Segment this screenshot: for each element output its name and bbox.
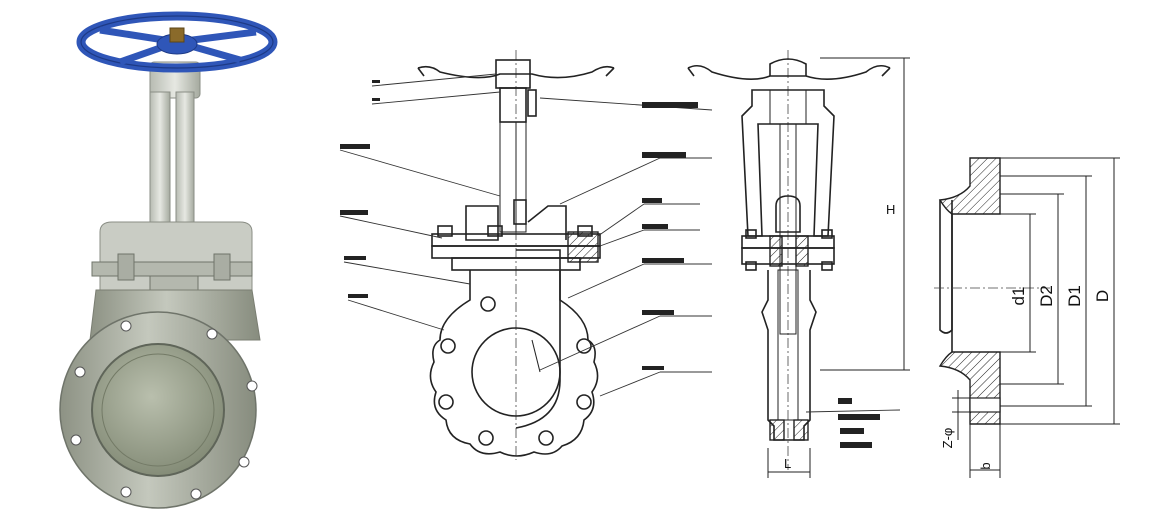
front-stem-coupling	[513, 199, 527, 225]
valve-bore	[91, 343, 225, 477]
handwheel	[76, 11, 278, 73]
side-nut-2	[821, 261, 833, 271]
side-gate-slot	[777, 269, 799, 421]
flange-bolt-holes	[70, 320, 258, 500]
side-stem	[779, 123, 797, 335]
side-seat-right	[793, 419, 809, 441]
flange-section-top	[938, 157, 1001, 215]
front-body-neck	[451, 257, 581, 271]
front-bracket-left	[465, 205, 499, 241]
dim-D1-label: D1	[1065, 285, 1084, 307]
dim-d1-label: d1	[1009, 287, 1028, 306]
front-left-leaders	[339, 73, 501, 331]
front-handwheel-tips	[417, 67, 615, 77]
dim-zphi-label: Z-φ	[940, 428, 955, 449]
front-pointer	[527, 89, 537, 117]
side-body-outline	[761, 270, 817, 441]
gland-bolt-right	[213, 253, 231, 281]
side-seat-left	[769, 419, 785, 441]
side-callout-marks	[838, 398, 880, 448]
side-leader	[805, 409, 901, 413]
front-callout-marks	[340, 80, 698, 370]
flange-pipe-stub	[939, 200, 953, 334]
front-packing-section	[567, 231, 599, 263]
dim-b-label: b	[978, 462, 993, 469]
side-handwheel-arm	[687, 64, 891, 80]
side-handwheel-tips	[687, 67, 891, 77]
side-packing-left	[769, 235, 783, 267]
flange-section-bottom	[938, 351, 1001, 425]
front-right-leaders	[539, 97, 713, 397]
side-section-drawing: L H	[687, 50, 910, 478]
flange-bolt-hole	[969, 397, 1001, 413]
side-bolt-head-1	[745, 229, 757, 239]
front-stem-collar	[499, 87, 527, 123]
valve-photo	[59, 11, 278, 509]
side-H-label: H	[886, 202, 895, 217]
front-stem-rod-right	[515, 121, 527, 233]
side-stem-nut	[769, 58, 807, 76]
side-packing-right	[795, 235, 809, 267]
front-bracket-right	[527, 205, 567, 240]
gland-bolt-left	[117, 253, 135, 281]
side-bolt-head-2	[821, 229, 833, 239]
front-bolt-head-1	[437, 225, 453, 237]
side-packing-plate	[741, 247, 835, 265]
dim-D2-label: D2	[1037, 285, 1056, 307]
front-section-drawing	[339, 50, 713, 460]
front-valve-body-outline	[429, 270, 599, 457]
front-gate-right-half	[515, 249, 561, 429]
dim-D-label: D	[1093, 290, 1112, 302]
front-handwheel-arm	[417, 65, 615, 79]
front-bolt-head-2	[487, 225, 503, 237]
stem-top-nut	[169, 27, 185, 43]
side-L-label: L	[784, 456, 791, 471]
front-bolt-holes	[438, 296, 592, 446]
flange-detail: d1 D2 D1 D Z-φ b	[934, 157, 1120, 478]
stem-shaft	[175, 91, 195, 233]
valve-bore-inner-ring	[101, 353, 215, 467]
side-yoke-frame	[741, 89, 835, 237]
front-gate-knife-edge	[531, 339, 541, 373]
side-stem-coupling	[775, 195, 801, 233]
side-nut-1	[745, 261, 757, 271]
